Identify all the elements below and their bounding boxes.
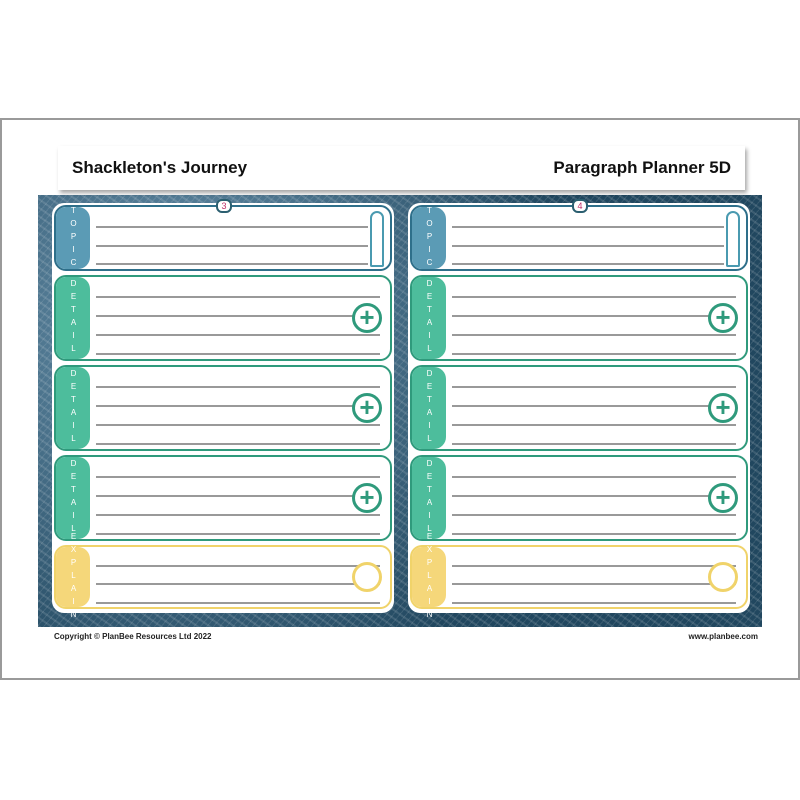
row-label: DETAIL xyxy=(69,459,78,537)
planner-page: 3 TOPIC DETAIL + DETAIL + DETAIL + EXPLAIN xyxy=(52,199,394,623)
plus-icon: + xyxy=(708,483,738,513)
writing-row-detail[interactable]: DETAIL + xyxy=(54,275,392,361)
writing-line[interactable] xyxy=(96,476,380,479)
writing-line[interactable] xyxy=(452,443,736,446)
writing-line[interactable] xyxy=(96,533,380,536)
writing-row-explain[interactable]: EXPLAIN xyxy=(54,532,392,623)
writing-line[interactable] xyxy=(452,244,724,247)
writing-line[interactable] xyxy=(96,315,380,318)
writing-line[interactable] xyxy=(96,514,380,517)
writing-line[interactable] xyxy=(96,495,380,498)
writing-row-detail[interactable]: DETAIL + xyxy=(410,275,748,361)
header-bar: Shackleton's Journey Paragraph Planner 5… xyxy=(58,146,745,190)
writing-row-detail[interactable]: DETAIL + xyxy=(54,455,392,541)
page-number: 3 xyxy=(216,199,232,213)
writing-line[interactable] xyxy=(96,583,380,586)
plus-icon: + xyxy=(708,393,738,423)
row-label-tab: EXPLAIN xyxy=(56,532,90,623)
writing-line[interactable] xyxy=(452,225,724,228)
writing-line[interactable] xyxy=(452,514,736,517)
writing-line[interactable] xyxy=(96,424,380,427)
writing-row-topic[interactable]: TOPIC xyxy=(54,205,392,271)
row-label: DETAIL xyxy=(425,279,434,357)
row-label: TOPIC xyxy=(69,205,78,271)
row-label: DETAIL xyxy=(425,459,434,537)
row-label-tab: TOPIC xyxy=(56,205,90,271)
writing-line[interactable] xyxy=(96,405,380,408)
writing-row-detail[interactable]: DETAIL + xyxy=(410,455,748,541)
writing-line[interactable] xyxy=(96,244,368,247)
plus-icon: + xyxy=(352,483,382,513)
row-label: DETAIL xyxy=(69,369,78,447)
writing-line[interactable] xyxy=(452,296,736,299)
writing-line[interactable] xyxy=(452,405,736,408)
key-icon xyxy=(726,211,740,267)
writing-line[interactable] xyxy=(452,583,736,586)
row-label-tab: DETAIL xyxy=(56,457,90,539)
row-label-tab: TOPIC xyxy=(412,205,446,271)
writing-line[interactable] xyxy=(452,386,736,389)
plus-icon: + xyxy=(352,393,382,423)
row-label-tab: DETAIL xyxy=(412,277,446,359)
plus-icon: + xyxy=(708,303,738,333)
writing-line[interactable] xyxy=(96,353,380,356)
row-label: DETAIL xyxy=(69,279,78,357)
writing-line[interactable] xyxy=(96,443,380,446)
row-label: TOPIC xyxy=(425,205,434,271)
website: www.planbee.com xyxy=(688,632,759,641)
writing-row-detail[interactable]: DETAIL + xyxy=(54,365,392,451)
plus-icon: + xyxy=(352,303,382,333)
copyright: Copyright © PlanBee Resources Ltd 2022 xyxy=(54,632,212,641)
writing-line[interactable] xyxy=(96,386,380,389)
writing-line[interactable] xyxy=(452,334,736,337)
row-label: DETAIL xyxy=(425,369,434,447)
writing-line[interactable] xyxy=(96,296,380,299)
row-label-tab: DETAIL xyxy=(56,367,90,449)
magnifier-icon xyxy=(708,562,738,592)
writing-line[interactable] xyxy=(452,424,736,427)
writing-line[interactable] xyxy=(452,495,736,498)
writing-line[interactable] xyxy=(452,263,724,266)
planner-page: 4 TOPIC DETAIL + DETAIL + DETAIL + EXPLAIN xyxy=(408,199,750,623)
writing-line[interactable] xyxy=(452,353,736,356)
writing-line[interactable] xyxy=(452,601,736,604)
row-label: EXPLAIN xyxy=(69,531,78,623)
row-label: EXPLAIN xyxy=(425,531,434,623)
writing-line[interactable] xyxy=(452,315,736,318)
writing-line[interactable] xyxy=(96,263,368,266)
page-number: 4 xyxy=(572,199,588,213)
writing-line[interactable] xyxy=(96,601,380,604)
magnifier-icon xyxy=(352,562,382,592)
writing-line[interactable] xyxy=(452,533,736,536)
writing-row-detail[interactable]: DETAIL + xyxy=(410,365,748,451)
writing-line[interactable] xyxy=(452,476,736,479)
worksheet-subtitle: Paragraph Planner 5D xyxy=(553,158,731,177)
key-icon xyxy=(370,211,384,267)
row-label-tab: DETAIL xyxy=(412,367,446,449)
writing-row-topic[interactable]: TOPIC xyxy=(410,205,748,271)
writing-line[interactable] xyxy=(96,334,380,337)
writing-line[interactable] xyxy=(96,565,380,568)
writing-row-explain[interactable]: EXPLAIN xyxy=(410,532,748,623)
writing-line[interactable] xyxy=(96,225,368,228)
row-label-tab: DETAIL xyxy=(412,457,446,539)
row-label-tab: EXPLAIN xyxy=(412,532,446,623)
writing-line[interactable] xyxy=(452,565,736,568)
worksheet-title: Shackleton's Journey xyxy=(72,158,248,177)
row-label-tab: DETAIL xyxy=(56,277,90,359)
